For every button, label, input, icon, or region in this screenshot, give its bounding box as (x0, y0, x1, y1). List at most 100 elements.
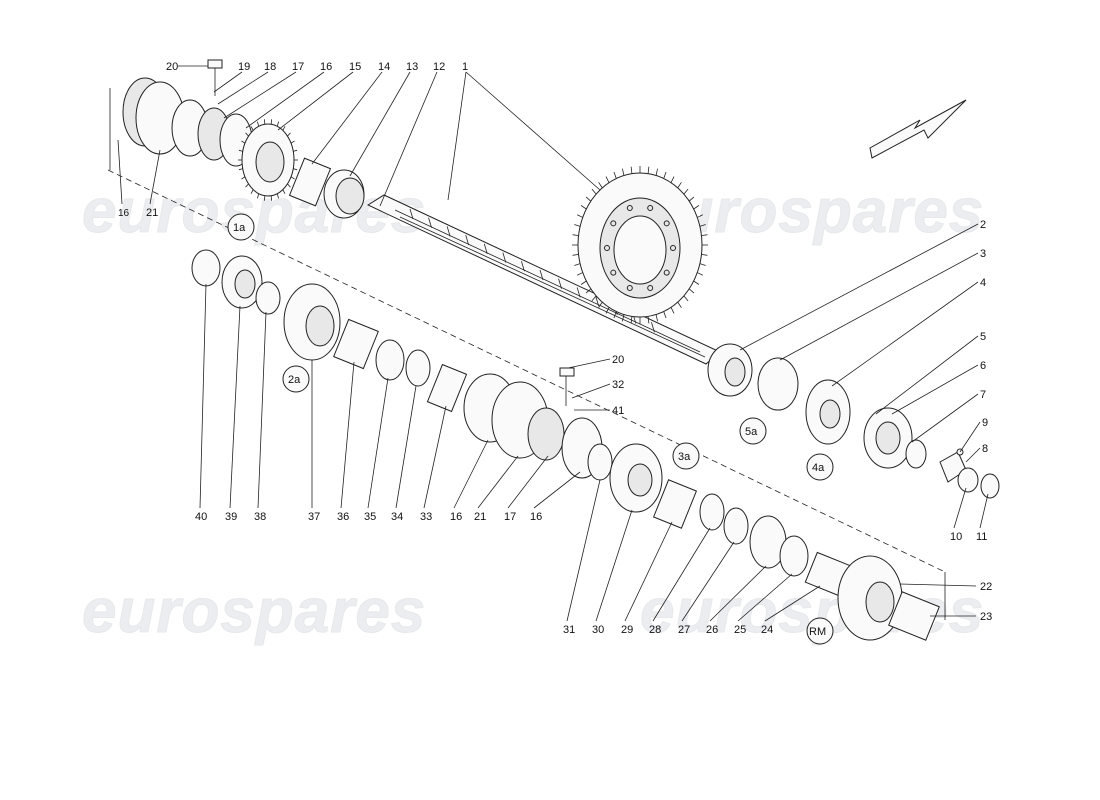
leader-line (199, 283, 207, 509)
leader-line (453, 439, 489, 509)
leader-line (349, 71, 411, 177)
shaft-spline (446, 226, 451, 237)
leader-line (624, 521, 673, 622)
gear-tooth (290, 140, 295, 144)
callout-8: 8 (982, 443, 988, 455)
assembly-axes (107, 88, 946, 620)
shaft-spline (558, 278, 562, 289)
gear-tooth (647, 166, 650, 174)
bolt-hole (663, 269, 670, 276)
leader-line (149, 149, 161, 205)
ref-3a: 3a (678, 451, 691, 463)
gear-tooth (245, 132, 249, 137)
gear-tooth (655, 168, 658, 176)
gear-tooth (655, 314, 658, 322)
callout-20-mid: 20 (612, 354, 624, 366)
leader-line (911, 393, 979, 443)
gear-tooth (282, 126, 286, 131)
gear-tooth (598, 182, 603, 189)
gear-tooth (256, 193, 260, 199)
callout-13: 13 (406, 61, 418, 73)
callout-16-left: 16 (118, 208, 130, 219)
ref-4a: 4a (812, 462, 825, 474)
callout-21-bottom: 21 (474, 511, 486, 523)
bolt-hole (626, 284, 633, 291)
callout-17-top: 17 (292, 61, 304, 73)
callout-7: 7 (980, 389, 986, 401)
callout-31: 31 (563, 624, 575, 636)
bolt-hole (647, 205, 654, 212)
gear-tooth (688, 196, 695, 202)
callout-21-left: 21 (146, 207, 158, 219)
bolt-hole (670, 245, 676, 251)
gear-tooth (613, 311, 617, 319)
leader-line (709, 565, 767, 622)
callout-26: 26 (706, 624, 718, 636)
gear-tooth (613, 171, 617, 179)
leader-line (891, 364, 979, 415)
gear-tooth (670, 307, 675, 314)
gear-tooth (663, 171, 667, 179)
ref-2a: 2a (288, 374, 301, 386)
leader-line (739, 223, 979, 351)
callout-34: 34 (391, 511, 403, 523)
gear-tooth (580, 205, 587, 210)
gear-tooth (605, 176, 610, 183)
callout-33: 33 (420, 511, 432, 523)
gear-tooth (622, 168, 625, 176)
gear-tooth (647, 316, 650, 324)
leader-line (965, 447, 981, 463)
bolt-hole (604, 245, 610, 251)
callout-6: 6 (980, 360, 986, 372)
leader-line (379, 71, 438, 207)
callout-40: 40 (195, 511, 207, 523)
leader-line (764, 585, 821, 622)
leader-line (447, 71, 467, 201)
shaft-spline (483, 243, 488, 254)
gear-tooth (245, 183, 249, 188)
gear-tooth (663, 311, 667, 319)
gear-tooth (701, 254, 708, 256)
gear-tooth (630, 166, 633, 174)
callout-3: 3 (980, 248, 986, 260)
leader-line (277, 71, 354, 131)
leader-line (899, 583, 977, 587)
callout-29: 29 (621, 624, 633, 636)
shaft-spline (428, 217, 432, 228)
gear-tooth (572, 234, 579, 236)
gear-tooth (585, 288, 592, 294)
leader-line (229, 305, 241, 509)
gear-tooth (580, 280, 587, 285)
gear-tooth (287, 183, 291, 188)
bolt-hole (647, 284, 654, 291)
gear-tooth (693, 280, 700, 285)
callout-10: 10 (950, 531, 962, 543)
gear-tooth (591, 295, 597, 302)
gear-tooth (697, 272, 703, 276)
gear-tooth (701, 234, 708, 236)
upper-left-parts (122, 59, 365, 219)
leader-line (465, 71, 601, 191)
callout-30: 30 (592, 624, 604, 636)
gear-tooth (699, 263, 706, 266)
gear-tooth (574, 263, 581, 266)
leader-line (477, 455, 519, 509)
gear-tooth (577, 214, 583, 218)
leader-line (567, 358, 611, 369)
leader-line (395, 385, 417, 509)
leader-line (875, 335, 979, 415)
gear-tooth (688, 288, 695, 294)
callout-37: 37 (308, 511, 320, 523)
shaft-spline (576, 287, 581, 298)
gear-tooth (287, 132, 291, 137)
gear-tooth (238, 168, 243, 171)
callout-16-top: 16 (320, 61, 332, 73)
callout-20-top: 20 (166, 61, 178, 73)
gear-tooth (677, 182, 682, 189)
circle-3a (672, 442, 700, 470)
leader-line (257, 311, 267, 509)
callout-2: 2 (980, 219, 986, 231)
callout-4: 4 (980, 277, 986, 289)
callout-12: 12 (433, 61, 445, 73)
